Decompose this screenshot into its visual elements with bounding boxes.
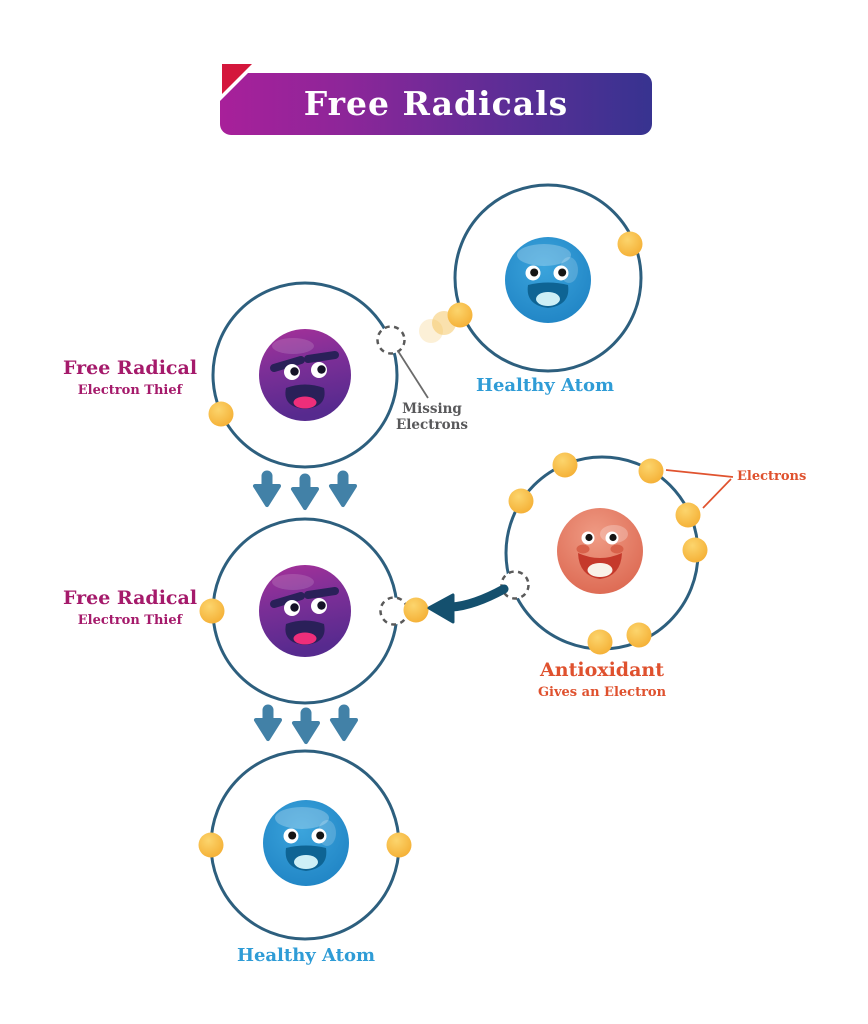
happy-blue-atom-face-icon bbox=[263, 800, 349, 886]
page-title: Free Radicals bbox=[303, 84, 569, 123]
missing-electron-slot-icon bbox=[376, 325, 406, 355]
electrons-callout-line bbox=[702, 478, 732, 509]
missing-electron-slot-icon bbox=[379, 596, 409, 626]
angry-purple-atom-face-icon bbox=[259, 565, 351, 657]
electron bbox=[675, 502, 701, 528]
antioxidant-subtitle: Gives an Electron bbox=[537, 684, 667, 700]
arrowhead bbox=[427, 593, 455, 624]
electron bbox=[587, 629, 613, 655]
orbit-ring bbox=[211, 281, 399, 469]
curved-left-arrow-icon bbox=[447, 584, 509, 612]
electron-arriving bbox=[403, 597, 429, 623]
electron bbox=[508, 488, 534, 514]
happy-orange-atom-face-icon bbox=[557, 508, 643, 594]
free-radical-1-title: Free Radical bbox=[62, 357, 198, 379]
electron-motion-ghost bbox=[419, 319, 443, 343]
missing-electrons-callout-line bbox=[397, 350, 429, 399]
title-banner: Free Radicals bbox=[220, 73, 652, 135]
happy-blue-atom-face-icon bbox=[505, 237, 591, 323]
free-radical-2-label: Free Radical Electron Thief bbox=[40, 587, 220, 629]
missing-electrons-label: Missing Electrons bbox=[396, 401, 468, 433]
down-arrows-1 bbox=[255, 476, 355, 508]
antioxidant-title: Antioxidant bbox=[540, 659, 664, 681]
down-arrow-icon bbox=[332, 710, 356, 739]
orbit-ring bbox=[453, 183, 643, 373]
healthy-atom-bottom-label: Healthy Atom bbox=[236, 945, 376, 966]
down-arrow-icon bbox=[255, 476, 279, 505]
healthy-atom-bottom-group bbox=[198, 749, 412, 941]
down-arrows-2 bbox=[256, 710, 356, 742]
missing-electron-slot-icon bbox=[500, 570, 530, 600]
down-arrow-icon bbox=[294, 713, 318, 742]
free-radical-1-subtitle: Electron Thief bbox=[77, 382, 183, 398]
electrons-callout-line bbox=[665, 469, 734, 478]
down-arrow-icon bbox=[331, 476, 355, 505]
antioxidant-label: Antioxidant Gives an Electron bbox=[512, 659, 692, 701]
down-arrow-icon bbox=[256, 710, 280, 739]
healthy-atom-top-group bbox=[419, 183, 643, 373]
free-radical-1-label: Free Radical Electron Thief bbox=[40, 357, 220, 399]
electron bbox=[386, 832, 412, 858]
electron bbox=[682, 537, 708, 563]
down-arrow-icon bbox=[293, 479, 317, 508]
free-radical-2-subtitle: Electron Thief bbox=[77, 612, 183, 628]
electron bbox=[626, 622, 652, 648]
antioxidant-group bbox=[500, 452, 734, 655]
free-radical-1-group bbox=[208, 281, 429, 469]
electrons-label: Electrons bbox=[737, 469, 807, 484]
free-radical-2-title: Free Radical bbox=[62, 587, 198, 609]
free-radical-2-group bbox=[199, 517, 429, 705]
electron bbox=[552, 452, 578, 478]
electron bbox=[617, 231, 643, 257]
electron bbox=[447, 302, 473, 328]
electron bbox=[208, 401, 234, 427]
electron bbox=[198, 832, 224, 858]
electron bbox=[638, 458, 664, 484]
angry-purple-atom-face-icon bbox=[259, 329, 351, 421]
healthy-atom-top-label: Healthy Atom bbox=[475, 375, 615, 396]
electron-transfer-arrow bbox=[427, 584, 509, 624]
